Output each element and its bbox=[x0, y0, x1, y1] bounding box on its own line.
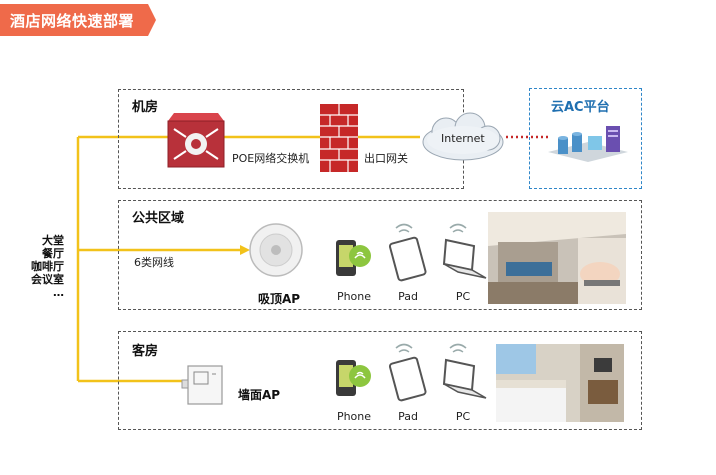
wall-ap-icon bbox=[181, 365, 223, 405]
laptop-icon bbox=[442, 223, 487, 279]
page-banner: 酒店网络快速部署 bbox=[0, 4, 156, 36]
cloud-ac-label: 云AC平台 bbox=[551, 100, 610, 115]
cloud-ac-box bbox=[529, 88, 642, 189]
phone-icon bbox=[336, 240, 371, 276]
region-public-area bbox=[118, 200, 642, 310]
tablet-icon bbox=[388, 343, 427, 402]
venue-item: 会议室 bbox=[31, 273, 64, 286]
venue-item: 咖啡厅 bbox=[31, 260, 64, 273]
wall-ap-label: 墙面AP bbox=[238, 388, 281, 402]
venue-item: 餐厅 bbox=[42, 247, 64, 260]
region-guest-room bbox=[118, 331, 642, 430]
banner-title: 酒店网络快速部署 bbox=[10, 12, 135, 30]
tablet-icon bbox=[388, 223, 427, 282]
device-label-phone: Phone bbox=[336, 410, 372, 423]
device-label-pc: PC bbox=[455, 410, 471, 423]
region-title-public-area: 公共区域 bbox=[132, 211, 185, 226]
poe-switch-icon bbox=[167, 113, 225, 168]
server-cluster-icon bbox=[548, 126, 628, 162]
internet-label: Internet bbox=[441, 132, 485, 145]
venue-item: 大堂 bbox=[42, 234, 64, 247]
device-label-pc: PC bbox=[455, 290, 471, 303]
banner-shape bbox=[0, 4, 156, 36]
device-label-phone: Phone bbox=[336, 290, 372, 303]
region-title-machine-room: 机房 bbox=[132, 100, 159, 115]
guest-room-photo bbox=[496, 344, 624, 422]
internet-cloud-icon bbox=[422, 112, 504, 161]
venue-list: 大堂 餐厅 咖啡厅 会议室 … bbox=[22, 234, 64, 299]
ceiling-ap-icon bbox=[249, 223, 303, 277]
laptop-icon bbox=[442, 343, 487, 399]
venue-item: … bbox=[53, 286, 64, 299]
ceiling-ap-label: 吸顶AP bbox=[258, 292, 301, 306]
poe-switch-label: POE网络交换机 bbox=[232, 152, 310, 165]
device-label-pad: Pad bbox=[398, 290, 418, 303]
cable-label: 6类网线 bbox=[134, 256, 174, 269]
exit-gateway-label: 出口网关 bbox=[364, 152, 408, 165]
device-label-pad: Pad bbox=[398, 410, 418, 423]
lobby-photo bbox=[488, 212, 626, 304]
region-title-guest-room: 客房 bbox=[132, 344, 159, 359]
firewall-icon bbox=[320, 104, 358, 172]
phone-icon bbox=[336, 360, 371, 396]
